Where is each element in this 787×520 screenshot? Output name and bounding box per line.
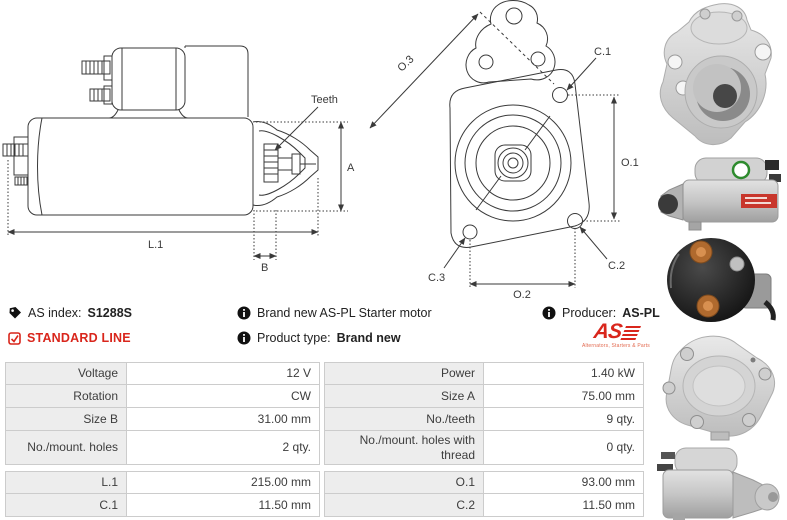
dim-label-b: B	[261, 262, 268, 274]
dim-label-o1: O.1	[621, 157, 639, 169]
housing-circle	[454, 104, 572, 222]
spec-label: No./mount. holes with thread	[324, 431, 484, 465]
as-index-value: S1288S	[87, 306, 132, 320]
spec-label: C.2	[324, 494, 484, 517]
as-pl-logo-word: AS	[592, 320, 623, 343]
spec-value: 11.50 mm	[484, 494, 644, 517]
product-type-row: Product type: Brand new	[237, 331, 401, 345]
top-bracket-outline	[465, 0, 556, 84]
spec-label: No./mount. holes	[5, 431, 127, 465]
spec-value: 9 qty.	[484, 408, 644, 431]
product-photo-side-left	[653, 150, 787, 232]
product-photo-solenoid	[653, 232, 787, 330]
spec-value: 12 V	[127, 362, 320, 385]
dim-label-a: A	[347, 162, 355, 174]
spec-value: 0 qty.	[484, 431, 644, 465]
brand-line-text: Brand new AS-PL Starter motor	[257, 306, 432, 320]
spec-value: 31.00 mm	[127, 408, 320, 431]
spec-label: C.1	[5, 494, 127, 517]
drive-end-outline	[252, 121, 319, 206]
dim-label-o2: O.2	[513, 289, 531, 301]
hole-c1	[552, 87, 568, 103]
green-sticker	[731, 160, 751, 180]
spec-value: 11.50 mm	[127, 494, 320, 517]
as-index-label: AS index:	[28, 306, 82, 320]
spec-label: Voltage	[5, 362, 127, 385]
brand-row: Brand new AS-PL Starter motor	[237, 306, 432, 320]
as-pl-logo-tagline: Alternators, Starters & Parts	[581, 343, 651, 349]
dim-label-c1: C.1	[594, 46, 611, 58]
producer-value: AS-PL	[622, 306, 660, 320]
spec-label: Rotation	[5, 385, 127, 408]
spec-label: O.1	[324, 471, 484, 494]
front-view-technical-drawing: O.3 C.1 O.1 C.2 C.3 O.2	[369, 0, 639, 301]
product-photo-front-angled	[653, 0, 787, 150]
product-photo-column	[653, 0, 787, 520]
info-icon	[237, 306, 251, 320]
dim-label-c3: C.3	[428, 272, 445, 284]
standard-line-row: STANDARD LINE	[8, 331, 131, 345]
spec-label: L.1	[5, 471, 127, 494]
as-pl-logo: AS Alternators, Starters & Parts	[576, 320, 656, 349]
spec-value: 2 qty.	[127, 431, 320, 465]
spec-label: Size B	[5, 408, 127, 431]
hole-c3	[462, 224, 478, 240]
spec-value: CW	[127, 385, 320, 408]
checkbox-checked-icon	[8, 331, 21, 345]
teeth-label: Teeth	[311, 94, 338, 106]
dim-label-o3: O.3	[395, 53, 416, 74]
solenoid-outline	[111, 47, 186, 111]
info-icon	[237, 331, 251, 345]
as-pl-logo-stripes	[620, 326, 642, 341]
standard-line-badge: STANDARD LINE	[27, 331, 131, 345]
product-photo-side-right	[653, 442, 787, 520]
dim-label-c2: C.2	[608, 260, 625, 272]
dim-label-l1: L.1	[148, 239, 163, 251]
product-type-value: Brand new	[336, 331, 401, 345]
spec-label: No./teeth	[324, 408, 484, 431]
product-type-label: Product type:	[257, 331, 331, 345]
spec-table: Voltage 12 V Power 1.40 kW Rotation CW S…	[5, 362, 644, 517]
info-icon	[542, 306, 556, 320]
spec-value: 93.00 mm	[484, 471, 644, 494]
product-photo-rear	[653, 330, 787, 442]
tag-icon	[8, 306, 22, 320]
spec-value: 215.00 mm	[127, 471, 320, 494]
spec-label: Power	[324, 362, 484, 385]
spec-label: Size A	[324, 385, 484, 408]
spec-value: 1.40 kW	[484, 362, 644, 385]
side-view-technical-drawing: A L.1 B Teeth	[2, 45, 355, 274]
producer-row: Producer: AS-PL	[542, 306, 660, 320]
spec-value: 75.00 mm	[484, 385, 644, 408]
motor-body-outline	[27, 117, 254, 216]
red-label	[741, 194, 777, 208]
as-index-row: AS index: S1288S	[8, 306, 132, 320]
producer-label: Producer:	[562, 306, 617, 320]
